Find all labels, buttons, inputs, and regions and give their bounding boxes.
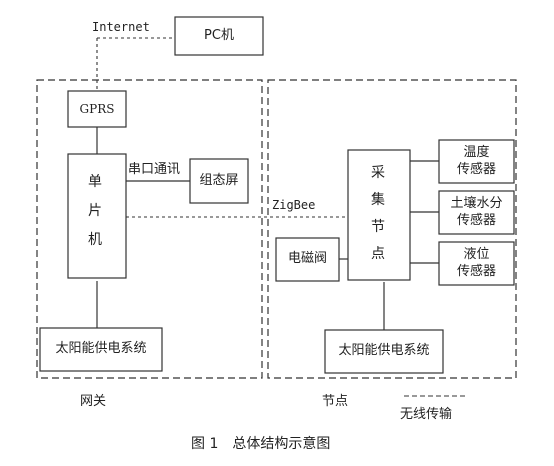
mcu-label-2: 片 bbox=[88, 203, 102, 219]
level-sensor-line-2: 传感器 bbox=[456, 263, 496, 279]
serial-label: 串口通讯 bbox=[128, 162, 181, 177]
figure-caption: 图 1 总体结构示意图 bbox=[191, 436, 331, 452]
level-sensor-label: 液位 传感器 bbox=[439, 242, 514, 285]
node-region-label: 节点 bbox=[322, 394, 349, 409]
collector-label-2: 集 bbox=[371, 192, 385, 208]
gateway-region-border bbox=[36, 79, 263, 379]
solar-node-label: 太阳能供电系统 bbox=[338, 343, 430, 359]
node-region-border bbox=[267, 79, 517, 379]
mcu-label-3: 机 bbox=[88, 232, 102, 248]
solar-gateway-box bbox=[39, 327, 163, 372]
internet-label: Internet bbox=[92, 20, 150, 34]
temp-sensor-label: 温度 传感器 bbox=[439, 140, 514, 183]
soil-sensor-line-1: 土壤水分 bbox=[450, 196, 503, 212]
collector-label-1: 采 bbox=[371, 165, 385, 181]
zigbee-label: ZigBee bbox=[272, 198, 316, 212]
gprs-label: GPRS bbox=[79, 101, 115, 116]
soil-sensor-line-2: 传感器 bbox=[456, 212, 496, 228]
collector-box bbox=[347, 149, 411, 281]
solar-gateway-label: 太阳能供电系统 bbox=[55, 341, 147, 357]
collector-label-3: 节 bbox=[371, 219, 385, 235]
temp-sensor-line-1: 温度 bbox=[463, 145, 490, 161]
legend-wireless-label: 无线传输 bbox=[400, 407, 453, 422]
mcu-label-1: 单 bbox=[88, 174, 102, 190]
gateway-region-label: 网关 bbox=[80, 394, 107, 409]
pc-label: PC机 bbox=[204, 27, 234, 43]
soil-sensor-label: 土壤水分 传感器 bbox=[439, 191, 514, 234]
pc-box bbox=[174, 16, 264, 56]
valve-label: 电磁阀 bbox=[287, 251, 327, 267]
temp-sensor-line-2: 传感器 bbox=[456, 161, 496, 177]
screen-label: 组态屏 bbox=[199, 172, 239, 188]
level-sensor-line-1: 液位 bbox=[463, 247, 490, 263]
collector-label-4: 点 bbox=[371, 246, 385, 262]
